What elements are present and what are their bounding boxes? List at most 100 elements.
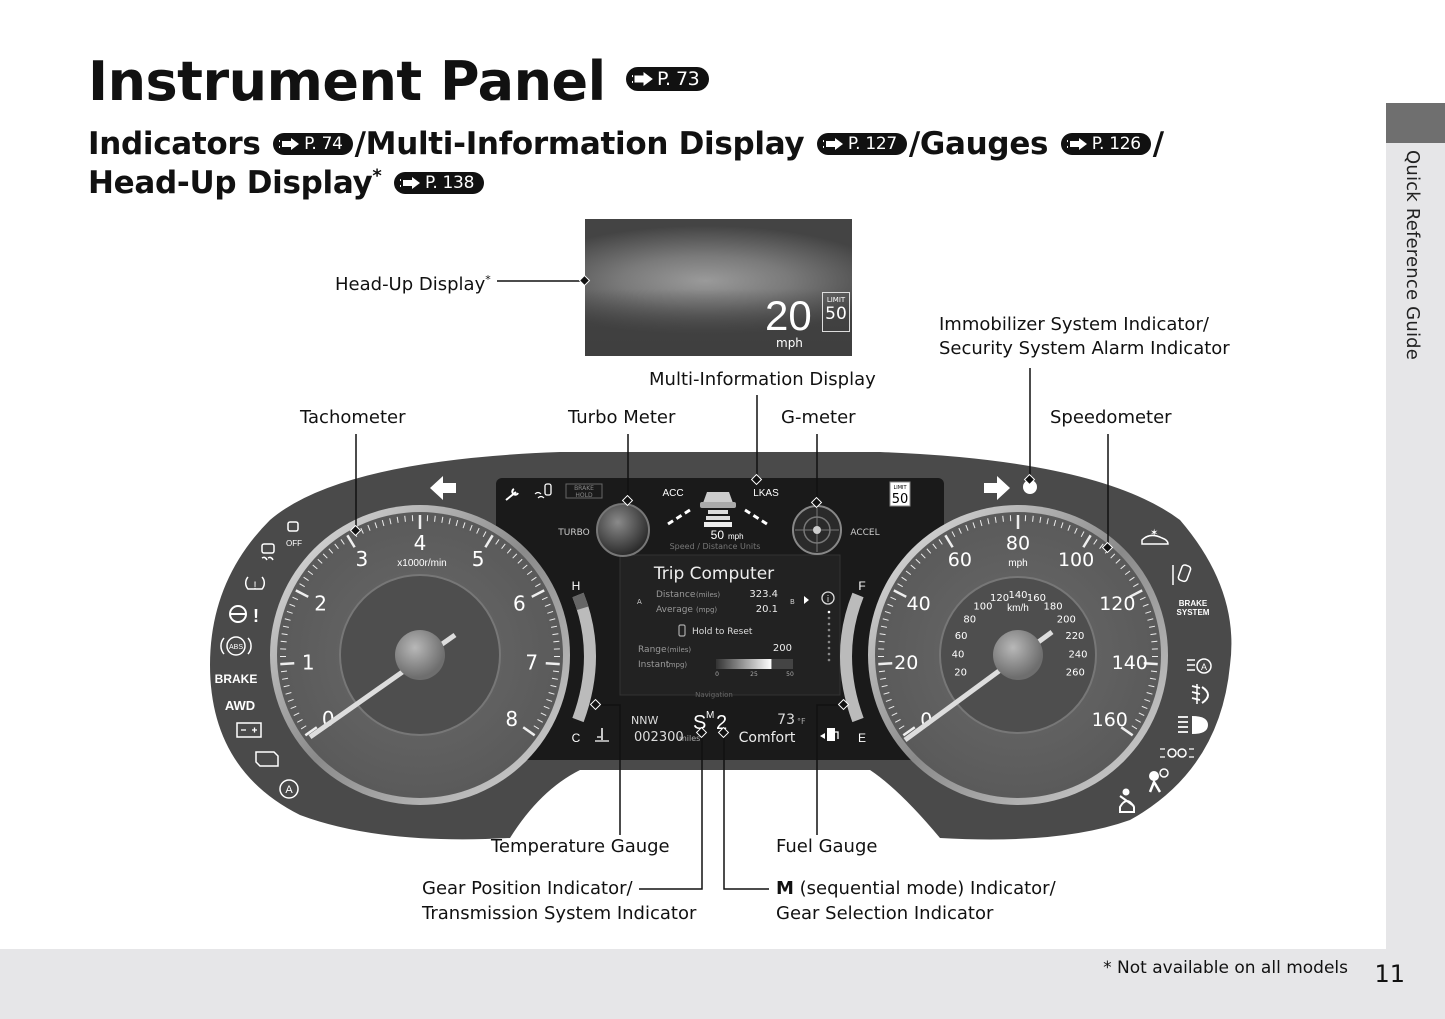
mph-tick bbox=[1110, 553, 1116, 559]
tach-tick bbox=[304, 726, 318, 737]
tach-tick bbox=[322, 553, 328, 559]
section-heading-line1: Indicators P. 74/Multi-Information Displ… bbox=[88, 126, 1164, 162]
mph-tick bbox=[1148, 684, 1155, 688]
instant-label: Instant bbox=[638, 660, 670, 670]
mph-tick bbox=[1124, 570, 1131, 575]
callout-speedometer: Speedometer bbox=[1050, 407, 1172, 428]
tach-tick bbox=[374, 522, 378, 529]
leader-lines bbox=[355, 280, 1109, 890]
ref-mid[interactable]: P. 127 bbox=[816, 132, 907, 155]
kmh-label: 140 bbox=[1008, 590, 1027, 601]
steering-warning-icon: ! bbox=[229, 605, 259, 626]
callout-gear-position-2: Transmission System Indicator bbox=[422, 903, 697, 924]
kmh-label: 120 bbox=[990, 593, 1009, 604]
drive-mode: Comfort bbox=[739, 730, 796, 746]
tach-tick bbox=[346, 534, 356, 548]
tach-tick bbox=[293, 712, 300, 716]
tach-tick bbox=[328, 548, 334, 554]
tach-tick bbox=[522, 726, 536, 737]
mph-tick bbox=[1150, 633, 1157, 636]
turbo-label: TURBO bbox=[557, 528, 589, 538]
kmh-unit: km/h bbox=[1007, 603, 1029, 614]
instant-unit: (mpg) bbox=[666, 661, 687, 669]
mph-tick bbox=[1145, 610, 1152, 614]
mph-tick bbox=[1149, 677, 1156, 680]
tach-tick bbox=[506, 548, 512, 554]
callout-turbo-meter: Turbo Meter bbox=[568, 407, 676, 428]
mph-tick bbox=[1135, 719, 1141, 723]
mph-tick bbox=[882, 618, 889, 621]
mph-tick bbox=[1032, 515, 1034, 522]
kmh-label: 240 bbox=[1068, 649, 1087, 660]
mph-tick bbox=[1151, 640, 1158, 643]
high-beam-icon bbox=[1178, 716, 1208, 734]
ref-hud[interactable]: P. 138 bbox=[394, 171, 485, 194]
tach-tick bbox=[404, 515, 406, 522]
road-departure-icon bbox=[1172, 564, 1192, 585]
tach-tick bbox=[531, 589, 545, 598]
hud-image bbox=[585, 219, 852, 356]
tach-tick bbox=[282, 677, 289, 680]
tach-tick bbox=[550, 684, 557, 688]
svg-text:i: i bbox=[827, 595, 830, 605]
mph-tick bbox=[1141, 705, 1148, 710]
mph-tick bbox=[879, 633, 886, 636]
brake-system-indicator-line1: BRAKE bbox=[1179, 599, 1208, 608]
tach-tick bbox=[381, 520, 385, 527]
mph-tick bbox=[932, 543, 937, 549]
page-title: Instrument Panel P. 73 bbox=[88, 50, 711, 113]
callout-immobilizer-1: Immobilizer System Indicator/ bbox=[939, 314, 1209, 335]
mph-label: 100 bbox=[1058, 549, 1094, 571]
side-tab-label: Quick Reference Guide bbox=[1402, 150, 1423, 361]
awd-indicator: AWD bbox=[225, 698, 255, 713]
arrow-right-icon bbox=[1066, 137, 1087, 150]
tach-tick bbox=[280, 670, 288, 673]
tach-tick bbox=[448, 518, 451, 525]
callout-m-indicator-1: M (sequential mode) Indicator/ bbox=[776, 878, 1056, 899]
hud-speed: 20 bbox=[765, 292, 812, 339]
set-speed: 50 bbox=[711, 528, 725, 542]
trip-b: B bbox=[790, 598, 795, 606]
g-meter bbox=[792, 505, 842, 555]
callout-mid: Multi-Information Display bbox=[649, 369, 876, 390]
hold-to-reset: Hold to Reset bbox=[692, 627, 753, 637]
set-speed-unit: mph bbox=[728, 532, 744, 541]
tach-tick bbox=[284, 618, 291, 621]
side-tab-marker bbox=[1386, 103, 1445, 143]
mph-tick bbox=[1139, 596, 1146, 601]
ref-indicators[interactable]: P. 74 bbox=[273, 132, 353, 155]
kmh-label: 180 bbox=[1043, 601, 1062, 612]
page-ref-link[interactable]: P. 73 bbox=[625, 67, 710, 92]
tach-tick bbox=[434, 515, 436, 522]
tach-tick bbox=[547, 610, 554, 614]
mph-tick bbox=[910, 564, 916, 570]
callout-hud: Head-Up Display* bbox=[335, 273, 491, 295]
mph-tick bbox=[944, 534, 954, 548]
svg-text:LIMIT: LIMIT bbox=[893, 485, 907, 491]
mph-tick bbox=[1144, 698, 1151, 702]
mph-tick bbox=[1039, 516, 1042, 523]
mph-tick bbox=[951, 531, 956, 538]
mph-tick bbox=[915, 558, 921, 564]
ref-gauges[interactable]: P. 126 bbox=[1060, 132, 1151, 155]
tach-tick bbox=[469, 524, 473, 531]
mph-tick bbox=[901, 576, 907, 581]
tach-tick bbox=[549, 618, 556, 621]
fuel-e: E bbox=[858, 731, 866, 745]
tach-tick bbox=[295, 589, 309, 598]
fog-light-icon bbox=[1191, 684, 1209, 704]
mph-label: 120 bbox=[1099, 593, 1135, 615]
side-tab[interactable] bbox=[1386, 103, 1445, 949]
mph-tick bbox=[1146, 692, 1153, 695]
tach-label: 6 bbox=[513, 591, 526, 615]
average-label: Average bbox=[656, 605, 693, 615]
page-number: 11 bbox=[1374, 960, 1405, 988]
mph-tick bbox=[1143, 661, 1158, 666]
speed-units-label: Speed / Distance Units bbox=[670, 542, 761, 551]
odometer: 002300 bbox=[634, 730, 684, 745]
hud-speed-unit: mph bbox=[776, 336, 803, 350]
instant-scale-50: 50 bbox=[786, 671, 794, 678]
callout-gear-position-1: Gear Position Indicator/ bbox=[422, 878, 633, 899]
